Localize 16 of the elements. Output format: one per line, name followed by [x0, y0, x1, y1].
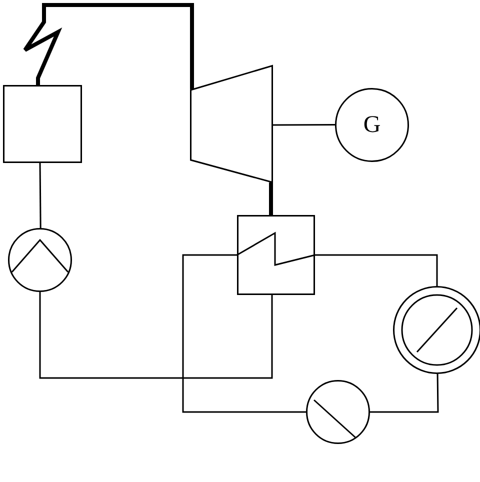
boiler-box [3, 85, 82, 163]
pipe-line [39, 163, 42, 228]
generator-circle [335, 88, 409, 162]
pipe-line [273, 124, 335, 126]
heat-exchanger-box [237, 215, 315, 295]
turbine-symbol [190, 65, 273, 183]
pump-symbol [306, 380, 370, 444]
heat-consumer-symbol [393, 286, 480, 374]
pump-symbol [8, 228, 72, 292]
pipe-line [39, 292, 273, 379]
pipe-line [182, 254, 306, 413]
pipe-line [315, 254, 438, 286]
generator-label: G [363, 112, 381, 138]
steam-pipe [269, 182, 273, 215]
steam-pipe [23, 3, 194, 90]
pipe-line [370, 374, 439, 413]
